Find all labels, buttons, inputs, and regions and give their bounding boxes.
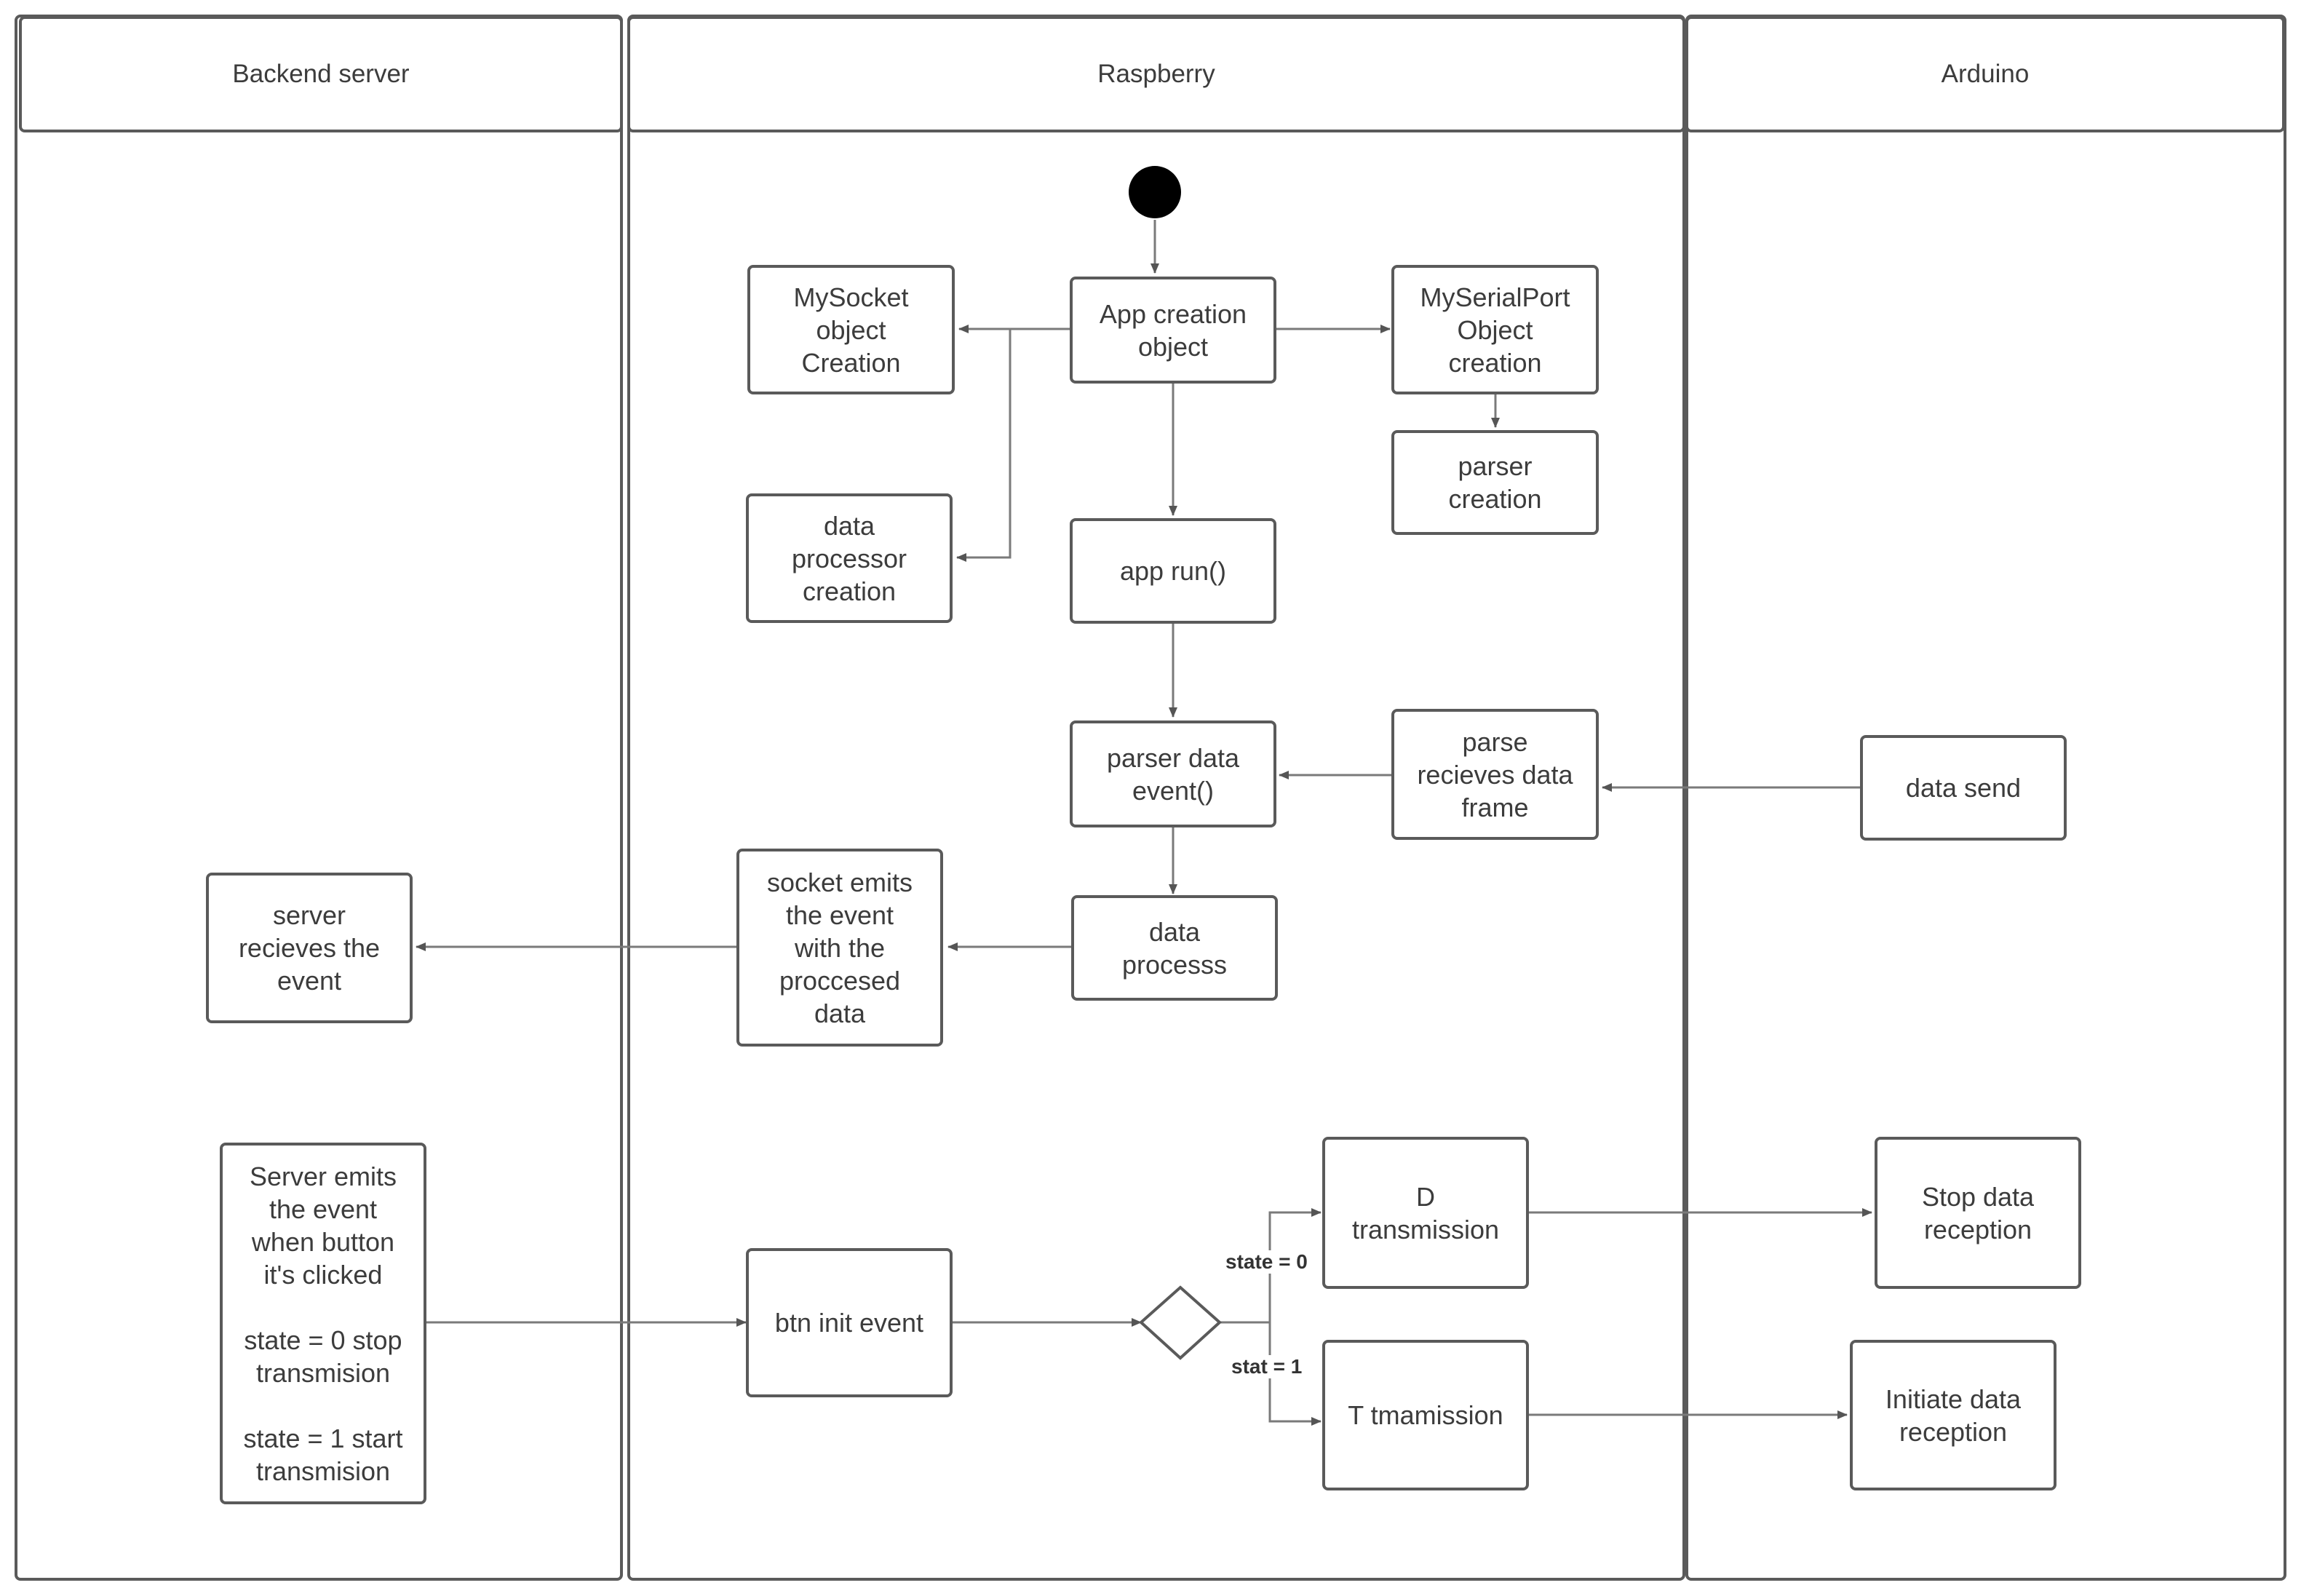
node-server-receives-event: server recieves the event — [206, 873, 413, 1023]
flow-app-to-data-processor — [956, 327, 1070, 562]
initial-node — [1129, 166, 1181, 218]
node-data-process: data processs — [1071, 895, 1278, 1001]
node-app-run: app run() — [1070, 518, 1276, 624]
node-parser-data-event: parser data event() — [1070, 720, 1276, 827]
node-app-creation: App creation object — [1070, 277, 1276, 384]
guard-label-state-0: state = 0 — [1223, 1250, 1311, 1274]
node-socket-emits: socket emits the event with the proccese… — [736, 849, 943, 1047]
lane-header-backend-server: Backend server — [19, 16, 623, 132]
node-data-processor-creation: data processor creation — [746, 493, 953, 623]
decision-node — [1139, 1285, 1222, 1360]
node-btn-init-event: btn init event — [746, 1248, 953, 1397]
node-d-transmission: D transmission — [1322, 1137, 1529, 1289]
node-server-emits-event: Server emits the event when button it's … — [220, 1143, 426, 1504]
lane-header-arduino: Arduino — [1685, 16, 2285, 132]
lane-header-raspberry: Raspberry — [627, 16, 1685, 132]
node-myserialport-creation: MySerialPort Object creation — [1391, 265, 1599, 394]
guard-label-state-1: stat = 1 — [1228, 1355, 1306, 1378]
node-data-send: data send — [1860, 735, 2067, 841]
node-mysocket-creation: MySocket object Creation — [747, 265, 955, 394]
node-initiate-data-reception: Initiate data reception — [1850, 1340, 2056, 1490]
node-stop-data-reception: Stop data reception — [1875, 1137, 2081, 1289]
node-t-transmission: T tmamission — [1322, 1340, 1529, 1490]
node-parse-receives-frame: parse recieves data frame — [1391, 709, 1599, 840]
node-parser-creation: parser creation — [1391, 430, 1599, 535]
